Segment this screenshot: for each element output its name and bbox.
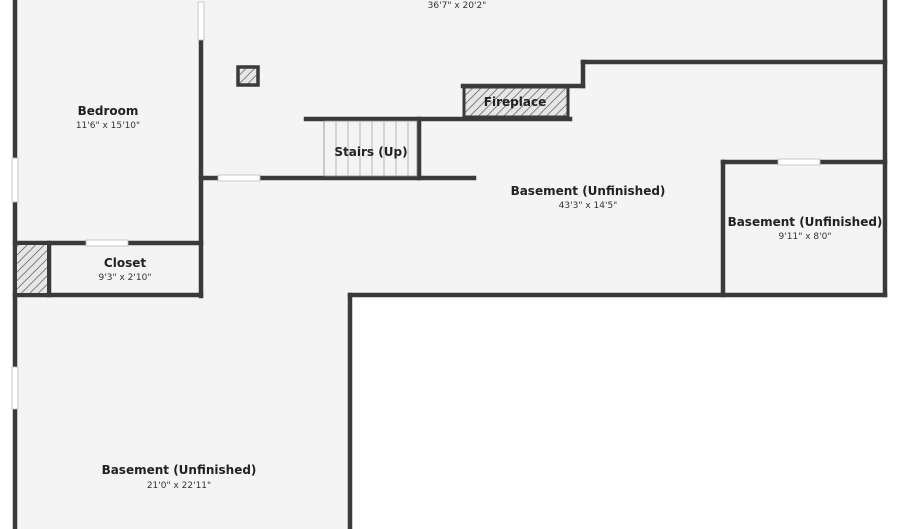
fireplace-hatch [462,85,570,119]
closet-dims: 9'3" x 2'10" [99,273,152,283]
door-opening [777,158,821,166]
door-opening [197,1,205,41]
door-opening [85,239,129,247]
basement-lower-name: Basement (Unfinished) [102,463,257,477]
stairs-name: Stairs (Up) [334,145,407,159]
closet-hatch [17,245,47,293]
top-room-dims: 36'7" x 20'2" [428,1,487,11]
basement-main-dims: 43'3" x 14'5" [559,201,618,211]
fireplace-name: Fireplace [484,95,546,109]
bedroom-dims: 11'6" x 15'10" [76,121,140,131]
window [11,366,19,410]
window [11,157,19,203]
basement-main-name: Basement (Unfinished) [511,184,666,198]
openings [11,1,821,410]
door-opening [217,174,261,182]
floor-area [15,0,886,529]
chimney-hatch [236,65,260,87]
basement-right-dims: 9'11" x 8'0" [779,232,832,242]
stairs [323,120,418,177]
room-labels: 36'7" x 20'2" Bedroom 11'6" x 15'10" Fir… [76,1,883,491]
closet-name: Closet [104,256,146,270]
basement-lower-dims: 21'0" x 22'11" [147,481,211,491]
bedroom-name: Bedroom [78,104,139,118]
basement-right-name: Basement (Unfinished) [728,215,883,229]
